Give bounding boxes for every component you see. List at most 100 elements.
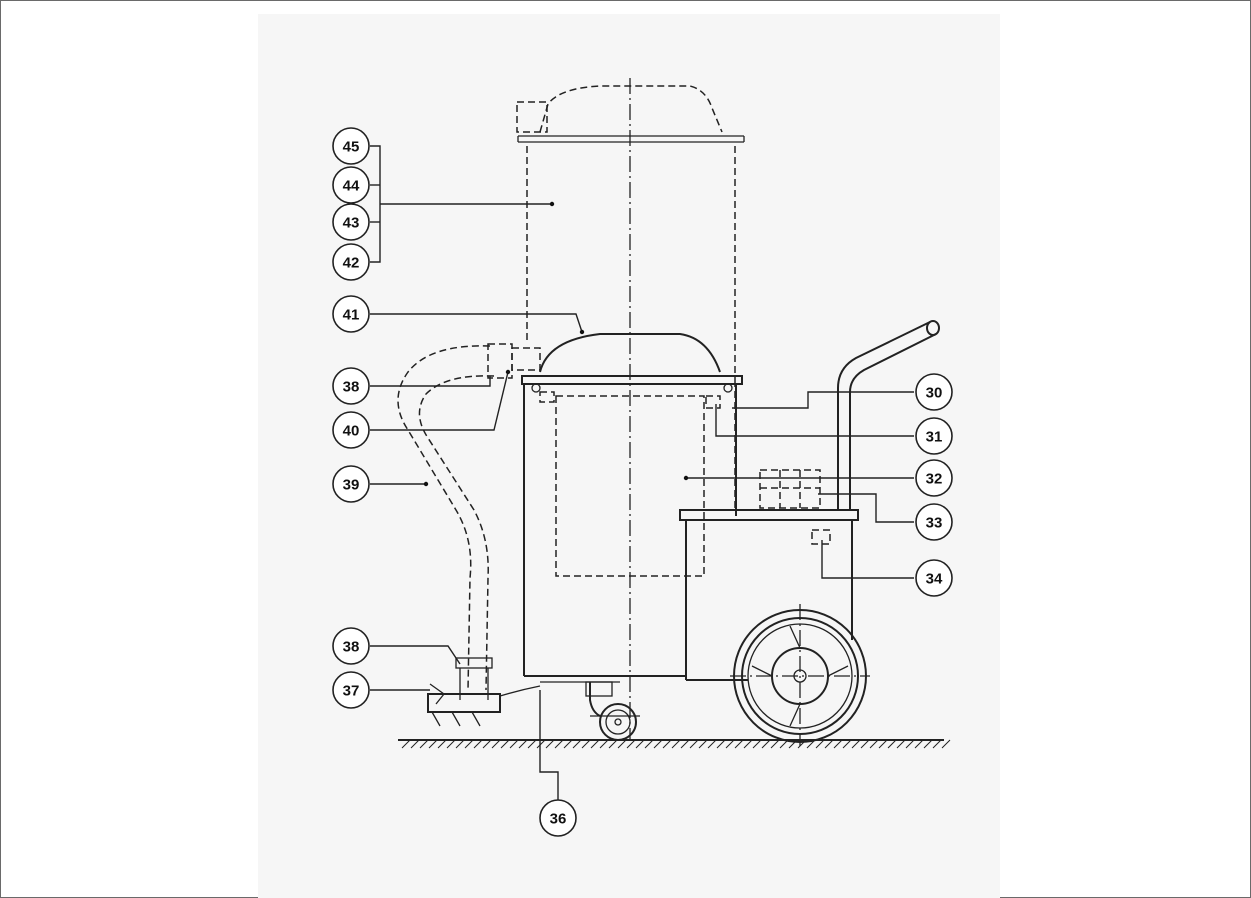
callout-41-label: 41 xyxy=(343,307,360,324)
floor-hatch xyxy=(860,739,870,749)
callout-45-label: 45 xyxy=(343,139,360,156)
floor-hatch xyxy=(815,739,825,749)
floor-hatch xyxy=(464,739,474,749)
callout-41: 41 xyxy=(332,295,370,333)
floor-hatch xyxy=(887,739,897,749)
floor-hatch xyxy=(401,739,411,749)
floor-hatch xyxy=(410,739,420,749)
callout-43: 43 xyxy=(332,203,370,241)
floor-hatch xyxy=(599,739,609,749)
floor-hatch xyxy=(689,739,699,749)
rear-wheel xyxy=(730,604,870,746)
floor-hatch xyxy=(878,739,888,749)
callout-36-label: 36 xyxy=(550,811,567,828)
floor-hatch xyxy=(419,739,429,749)
floor-hatch xyxy=(707,739,717,749)
floor-hatch xyxy=(653,739,663,749)
floor-hatch xyxy=(734,739,744,749)
callout-42: 42 xyxy=(332,243,370,281)
floor-hatch xyxy=(572,739,582,749)
floor-hatch xyxy=(455,739,465,749)
floor-hatch xyxy=(905,739,915,749)
callout-39: 39 xyxy=(332,465,370,503)
floor-hatch xyxy=(941,739,951,749)
callout-37-label: 37 xyxy=(343,683,360,700)
callout-38-lower-label: 38 xyxy=(343,639,360,656)
floor-hatch xyxy=(725,739,735,749)
floor-hatch xyxy=(554,739,564,749)
floor-hatch xyxy=(851,739,861,749)
floor-hatch xyxy=(482,739,492,749)
callout-38-lower: 38 xyxy=(332,627,370,665)
floor-hatch xyxy=(527,739,537,749)
floor-hatch xyxy=(779,739,789,749)
cart-body xyxy=(679,469,859,681)
floor-hatch xyxy=(635,739,645,749)
callout-31: 31 xyxy=(915,417,953,455)
callout-34: 34 xyxy=(915,559,953,597)
floor-hatch xyxy=(824,739,834,749)
floor-hatch xyxy=(509,739,519,749)
floor-hatch xyxy=(626,739,636,749)
floor-hatch xyxy=(680,739,690,749)
callout-32: 32 xyxy=(915,459,953,497)
floor-hatch xyxy=(446,739,456,749)
floor-hatch xyxy=(842,739,852,749)
callout-43-label: 43 xyxy=(343,215,360,232)
floor-hatch xyxy=(644,739,654,749)
floor-hatch xyxy=(581,739,591,749)
floor-hatch xyxy=(797,739,807,749)
floor-hatch xyxy=(473,739,483,749)
floor-hatch xyxy=(752,739,762,749)
floor xyxy=(398,739,951,749)
callout-33-label: 33 xyxy=(926,515,943,532)
callout-38-upper-label: 38 xyxy=(343,379,360,396)
floor-hatch xyxy=(491,739,501,749)
floor-hatch xyxy=(500,739,510,749)
floor-hatch xyxy=(671,739,681,749)
drawing-panel xyxy=(258,14,1000,898)
callout-33: 33 xyxy=(915,503,953,541)
callout-44: 44 xyxy=(332,166,370,204)
floor-hatch xyxy=(833,739,843,749)
floor-hatch xyxy=(545,739,555,749)
floor-hatch xyxy=(698,739,708,749)
floor-hatch xyxy=(932,739,942,749)
callout-44-label: 44 xyxy=(343,178,360,195)
leader-lines xyxy=(370,145,914,800)
upper-filter-housing xyxy=(516,85,745,510)
callout-42-label: 42 xyxy=(343,255,360,272)
floor-hatch xyxy=(590,739,600,749)
floor-hatch xyxy=(518,739,528,749)
callout-36: 36 xyxy=(539,799,577,837)
floor-hatch xyxy=(869,739,879,749)
floor-hatch xyxy=(761,739,771,749)
floor-hatch xyxy=(770,739,780,749)
floor-hatch xyxy=(788,739,798,749)
floor-hatch xyxy=(608,739,618,749)
floor-hatch xyxy=(914,739,924,749)
callout-31-label: 31 xyxy=(926,429,943,446)
floor-hatch xyxy=(896,739,906,749)
callout-40-label: 40 xyxy=(343,423,360,440)
callout-40: 40 xyxy=(332,411,370,449)
motor-head xyxy=(511,333,743,393)
floor-hatch xyxy=(806,739,816,749)
callout-38-upper: 38 xyxy=(332,367,370,405)
floor-hatch xyxy=(437,739,447,749)
floor-hatch xyxy=(923,739,933,749)
callout-32-label: 32 xyxy=(926,471,943,488)
castor-wheel xyxy=(585,681,640,741)
floor-hatch xyxy=(617,739,627,749)
callout-30: 30 xyxy=(915,373,953,411)
callout-30-label: 30 xyxy=(926,385,943,402)
callout-45: 45 xyxy=(332,127,370,165)
floor-tool xyxy=(427,683,541,727)
floor-hatch xyxy=(563,739,573,749)
callout-34-label: 34 xyxy=(926,571,943,588)
callout-37: 37 xyxy=(332,671,370,709)
floor-hatch xyxy=(743,739,753,749)
floor-hatch xyxy=(662,739,672,749)
floor-hatch xyxy=(536,739,546,749)
